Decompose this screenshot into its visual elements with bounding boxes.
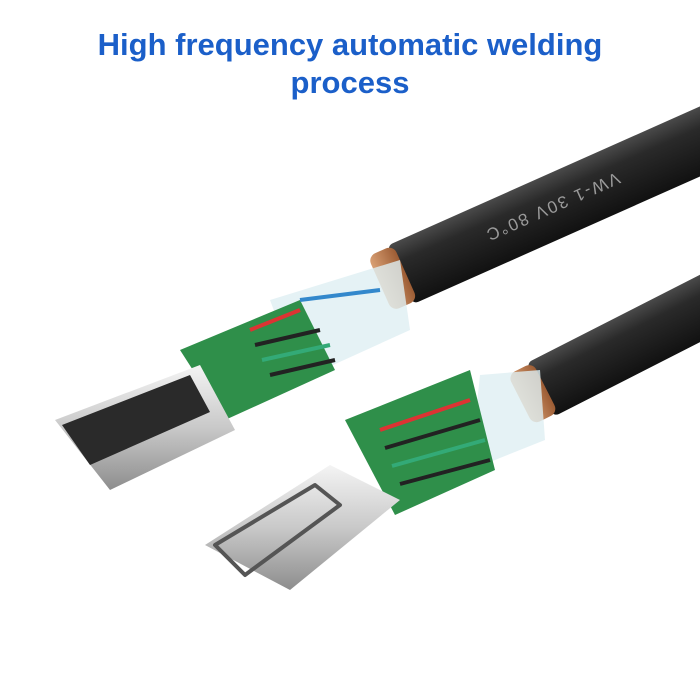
upper-connector (55, 260, 410, 490)
headline-line-2: process (290, 65, 410, 100)
lower-connector (205, 370, 545, 590)
headline-line-1: High frequency automatic welding (97, 27, 603, 62)
headline: High frequency automatic welding process (0, 26, 700, 102)
upper-cable: VW-1 30V 80°C (370, 84, 700, 309)
